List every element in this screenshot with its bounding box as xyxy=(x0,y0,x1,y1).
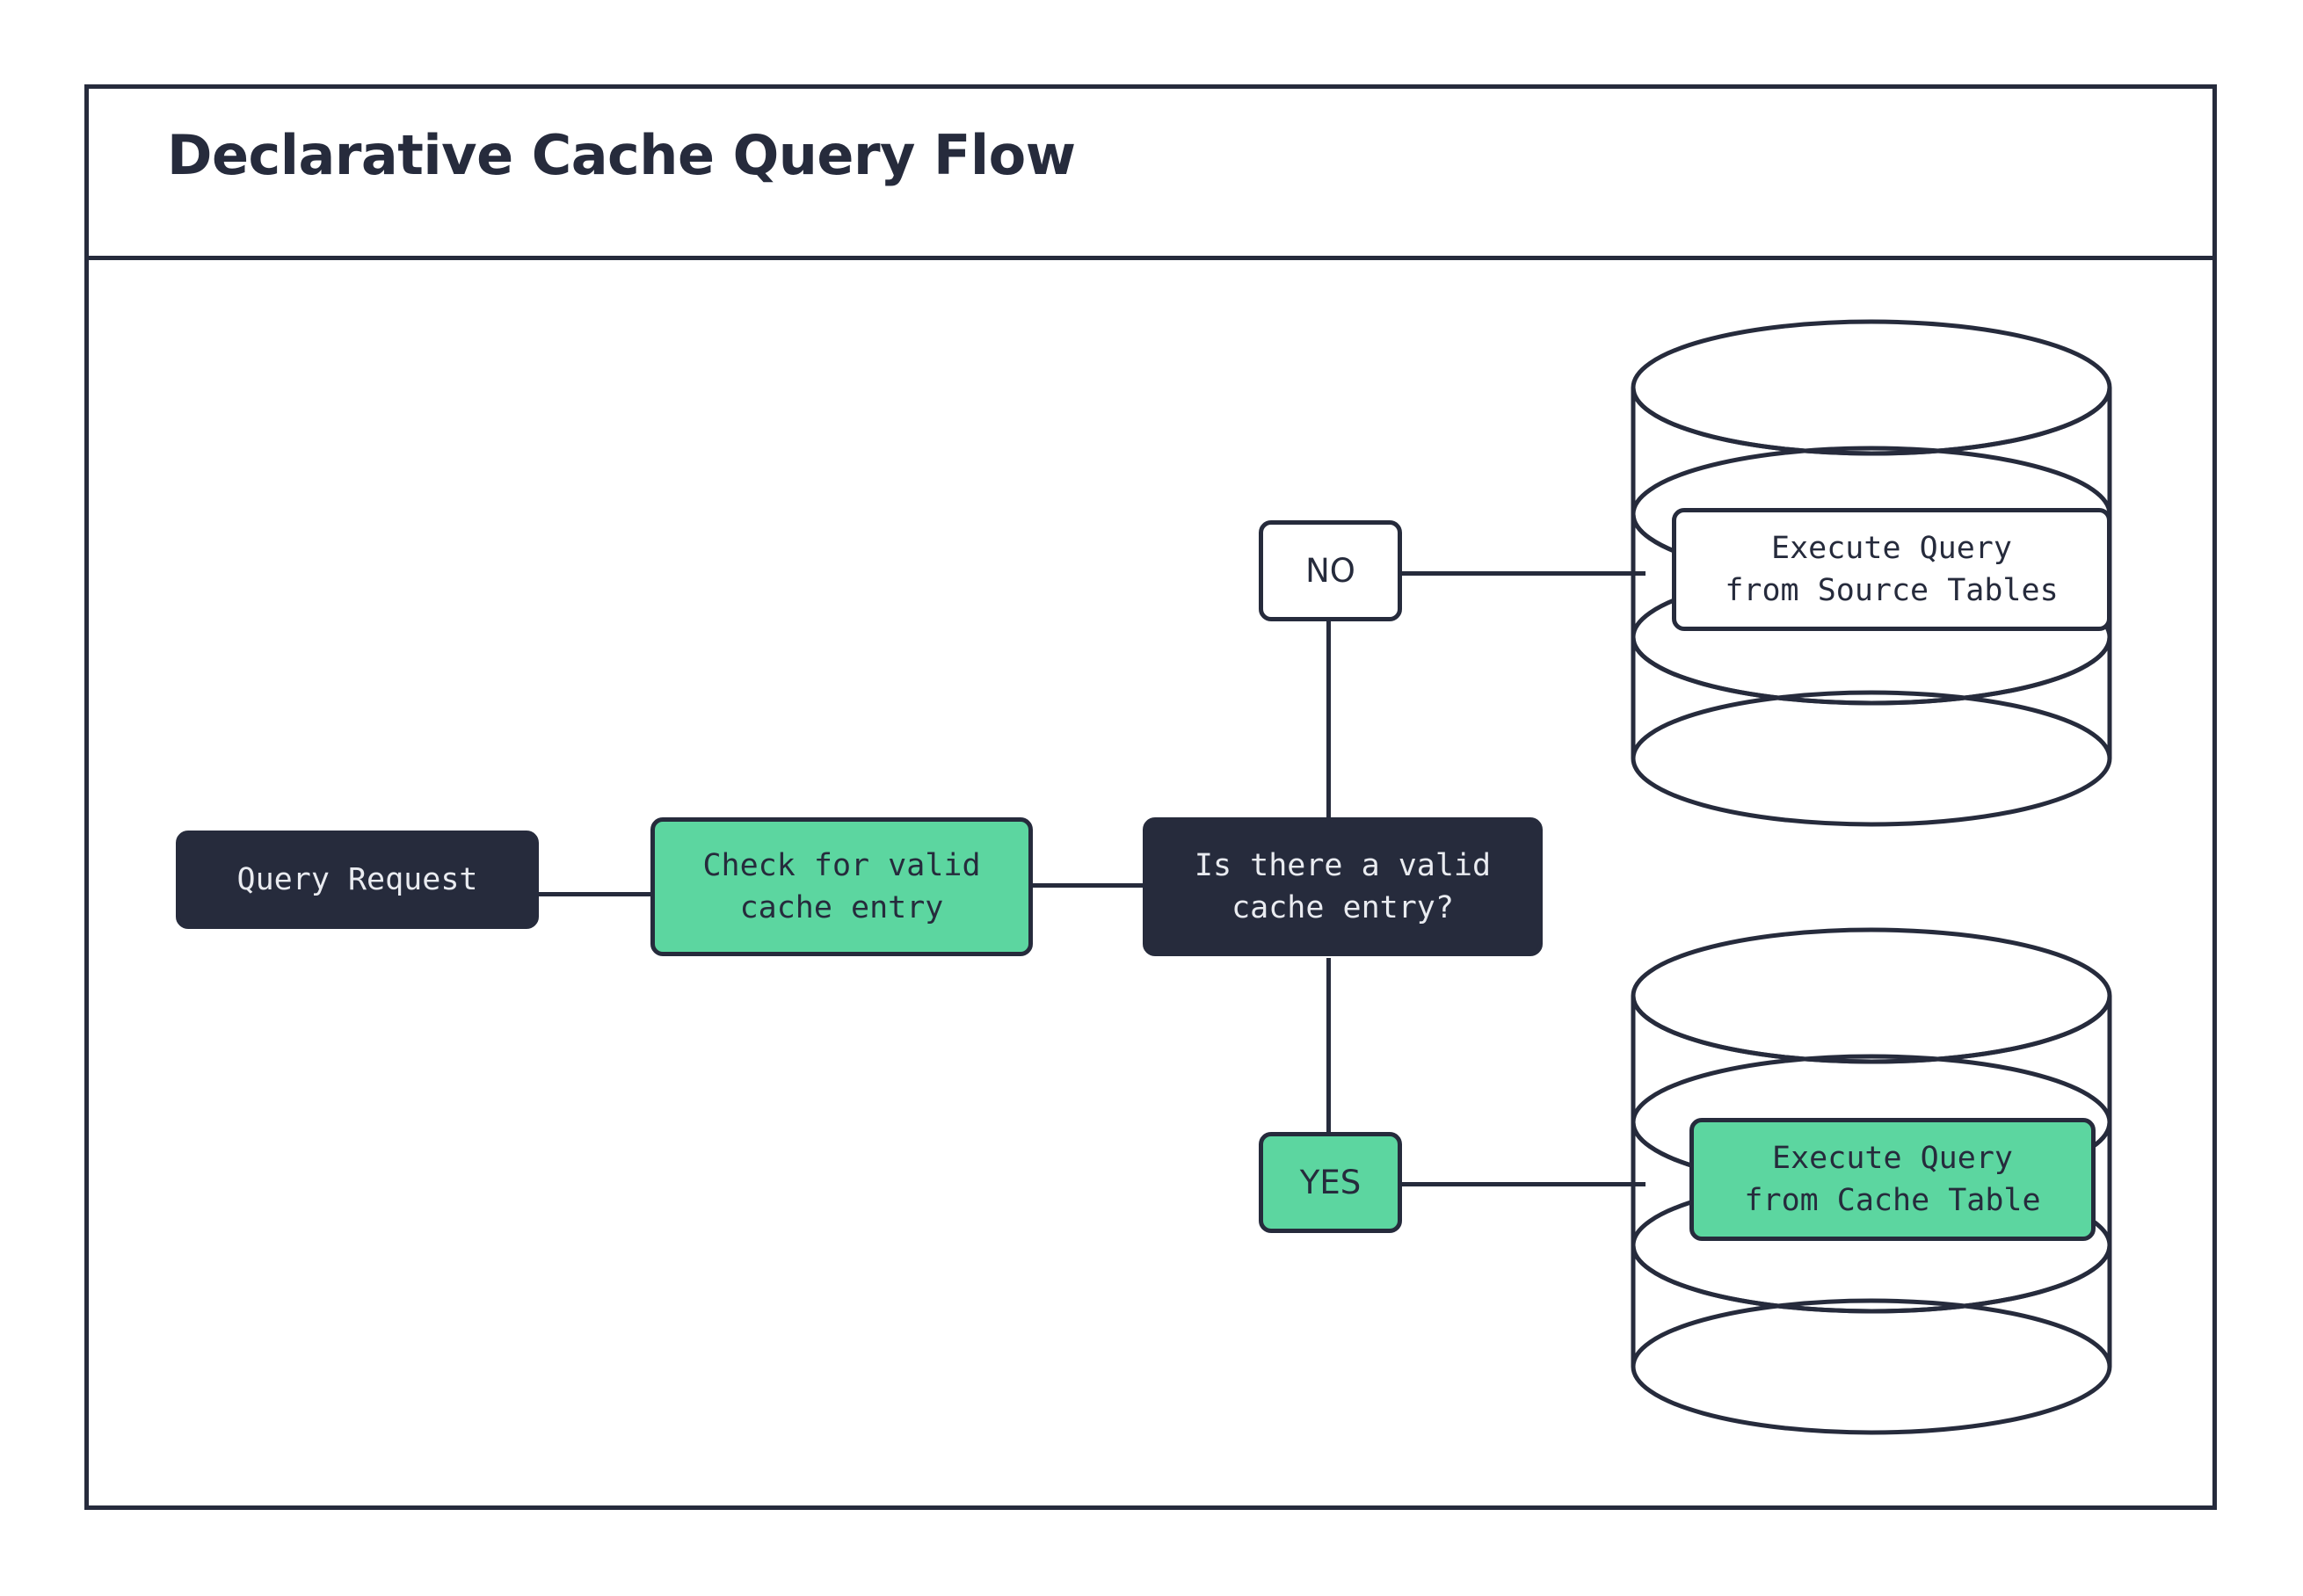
title-band xyxy=(84,84,2217,260)
page-title: Declarative Cache Query Flow xyxy=(167,123,1076,187)
node-query-request[interactable]: Query Request xyxy=(176,831,539,929)
edge-yes-to-cache-db xyxy=(1398,1182,1646,1186)
node-execute-source[interactable]: Execute Query from Source Tables xyxy=(1672,508,2111,631)
edge-no-to-source-db xyxy=(1398,571,1646,576)
branch-label-yes[interactable]: YES xyxy=(1259,1132,1402,1233)
edge-request-to-check xyxy=(539,892,650,896)
branch-label-no[interactable]: NO xyxy=(1259,520,1402,621)
node-decision-valid-cache[interactable]: Is there a valid cache entry? xyxy=(1143,817,1543,956)
node-check-cache[interactable]: Check for valid cache entry xyxy=(650,817,1033,956)
edge-decision-to-yes xyxy=(1326,958,1331,1138)
edge-check-to-decision xyxy=(1033,883,1145,888)
edge-decision-to-no xyxy=(1326,621,1331,832)
node-execute-cache[interactable]: Execute Query from Cache Table xyxy=(1689,1118,2096,1241)
